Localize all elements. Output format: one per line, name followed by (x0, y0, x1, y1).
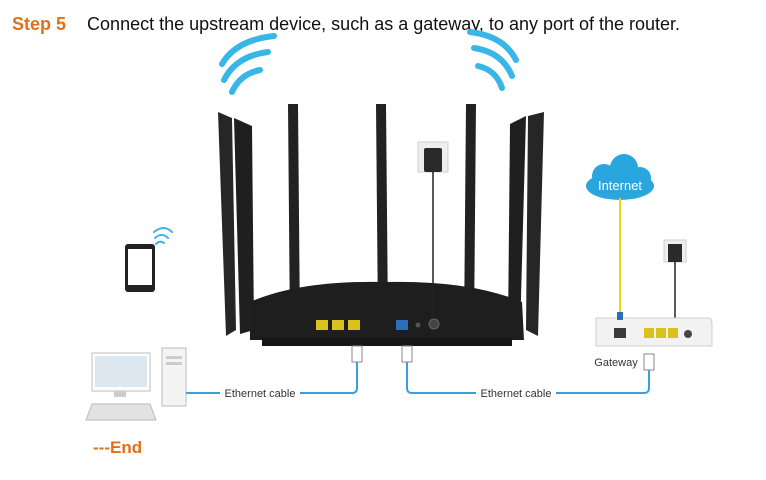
cable-label-left: Ethernet cable (225, 388, 296, 400)
gateway-icon (595, 239, 713, 347)
desktop-computer-icon (85, 347, 187, 421)
lan-ports (316, 320, 360, 330)
step-title: Step 5 Connect the upstream device, such… (12, 14, 680, 35)
ethernet-cable-right (406, 362, 650, 394)
power-port (428, 318, 440, 330)
wan-port (396, 320, 408, 330)
gateway-label: Gateway (594, 357, 638, 369)
cloud-icon (586, 154, 654, 200)
end-label: ---End (93, 438, 143, 457)
wifi-signal-icon (467, 29, 519, 91)
cable-label-right: Ethernet cable (481, 388, 552, 400)
tablet-icon (125, 244, 155, 292)
internet-label: Internet (598, 178, 642, 193)
router-icon (218, 104, 544, 346)
wifi-signal-icon (153, 227, 173, 245)
power-adapter-icon (417, 141, 449, 316)
step-label: Step 5 (12, 14, 67, 34)
wifi-signal-icon (219, 33, 277, 95)
step-instruction: Connect the upstream device, such as a g… (87, 14, 681, 34)
ethernet-cable-left (186, 362, 358, 394)
